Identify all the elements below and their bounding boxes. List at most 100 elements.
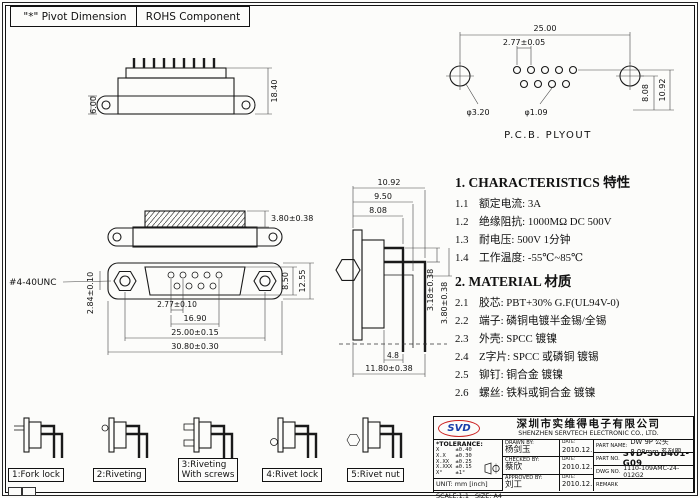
variant-label-line1: 1:Fork lock bbox=[12, 470, 60, 480]
dim-side-b1: 4.8 bbox=[387, 351, 399, 360]
variant-label-line1: 4:Rivet lock bbox=[266, 470, 319, 480]
dim-side-d1: 10.92 bbox=[378, 178, 401, 187]
variant-cell-5: 5:Rivet nut bbox=[345, 414, 430, 492]
variant-label: 2:Riveting bbox=[92, 468, 146, 482]
checked-by-label: CHECKED BY: bbox=[505, 457, 540, 464]
item-text: 额定电流: 3A bbox=[479, 198, 542, 210]
tolerance-row: X° ±1° bbox=[436, 470, 466, 477]
side-view-pins bbox=[384, 246, 427, 352]
tolerance-row: X ±0.40 bbox=[436, 447, 472, 453]
dim-pins-span: 16.90 bbox=[184, 314, 207, 323]
characteristics-title: 1. CHARACTERISTICS 特性 bbox=[455, 175, 631, 190]
rear-view-dim-lines bbox=[247, 210, 269, 228]
dim-mount-span: 25.00±0.15 bbox=[171, 328, 218, 337]
variant-4-thumbnail bbox=[270, 417, 318, 458]
title-block: SVD 深圳市实维得电子有限公司 SHENZHEN SERVTECH ELECT… bbox=[433, 416, 694, 498]
pcb-holes bbox=[449, 65, 641, 89]
dim-pin-strip: 3.80±0.38 bbox=[271, 214, 313, 223]
part-name-row: PART NAME: DW 9P 公头 8.08mm 系列图 bbox=[594, 440, 693, 453]
scale-cell: SCALE:1:1 SIZE: A4 bbox=[434, 489, 502, 498]
rohs-note: ROHS Component bbox=[136, 6, 250, 27]
pcb-centerlines bbox=[446, 62, 644, 90]
signature-column: DRAWN BY: 杨剑玉 DATE: 2010.12.15 CHECKED B… bbox=[503, 440, 594, 491]
date-label: DATE: bbox=[562, 440, 576, 445]
dim-pcb-row2: 10.92 bbox=[658, 79, 667, 102]
remark-label: REMARK bbox=[596, 482, 618, 488]
item-text: 绝缘阻抗: 1000MΩ DC 500V bbox=[479, 216, 612, 228]
variant-cell-2: 2:Riveting bbox=[91, 414, 176, 492]
dim-flange-height: 12.55 bbox=[298, 270, 307, 293]
pcb-dim-lines bbox=[459, 32, 674, 111]
dim-face-pitch: 2.77±0.10 bbox=[157, 300, 197, 309]
sign-date-cell: DATE: 2010.12.15 bbox=[560, 440, 593, 456]
material-item: 2.2 端子: 磷铜电镀半金锡/全锡 bbox=[455, 312, 691, 330]
thread-leader bbox=[62, 280, 112, 283]
dim-flange-width: 30.80±0.30 bbox=[171, 342, 218, 351]
tolerance-table: *TOLERANCE: X ±0.40 X.X ±0.30 X.XX ±0.25… bbox=[434, 440, 502, 478]
variant-cell-1: 1:Fork lock bbox=[6, 414, 91, 492]
dwg-no-row: DWG NO. 1110-109AMC-24-012G2 bbox=[594, 466, 693, 479]
front-face-view bbox=[107, 262, 283, 300]
date-label: DATE: bbox=[562, 457, 576, 463]
dim-top-height: 18.40 bbox=[270, 80, 279, 103]
scale-value: SCALE:1:1 bbox=[436, 492, 469, 498]
dim-side-d3: 8.08 bbox=[369, 206, 387, 215]
svd-logo: SVD bbox=[438, 419, 480, 437]
remark-row: REMARK bbox=[594, 479, 693, 491]
variant-label-line1: 2:Riveting bbox=[96, 470, 142, 480]
material-item: 2.5 铆钉: 铜合金 镀镍 bbox=[455, 366, 691, 384]
third-angle-projection-icon bbox=[484, 462, 500, 475]
variant-1-thumbnail bbox=[14, 417, 64, 458]
variant-2-thumbnail bbox=[101, 417, 148, 458]
sign-label-cell: CHECKED BY: 蔡欣 bbox=[503, 457, 560, 474]
item-no: 2.2 bbox=[455, 315, 469, 327]
top-view-drawing: 18.40 6.00 bbox=[88, 58, 279, 115]
variant-label: 1:Fork lock bbox=[8, 468, 64, 482]
pcb-caption: P.C.B. PLYOUT bbox=[504, 130, 592, 141]
drawn-by-row: DRAWN BY: 杨剑玉 DATE: 2010.12.15 bbox=[503, 440, 593, 458]
variant-label-line1: 5:Rivet nut bbox=[351, 470, 400, 480]
tolerance-title: *TOLERANCE: bbox=[436, 441, 483, 448]
tolerance-row: X.XXX ±0.15 bbox=[436, 464, 472, 471]
variant-label-line1: 3:Riveting bbox=[181, 460, 227, 470]
variant-label-line2: With screws bbox=[181, 470, 235, 480]
part-info-column: PART NAME: DW 9P 公头 8.08mm 系列图 PART NO. … bbox=[594, 440, 693, 491]
dwg-no-label: DWG NO. bbox=[596, 469, 621, 475]
approved-by-row: APPROVED BY: 刘工 DATE: 2010.12.15 bbox=[503, 474, 593, 491]
item-no: 2.6 bbox=[455, 387, 469, 399]
material-title: 2. MATERIAL 材质 bbox=[455, 274, 572, 289]
thread-spec-label: #4-40UNC bbox=[9, 278, 57, 288]
company-row: SVD 深圳市实维得电子有限公司 SHENZHEN SERVTECH ELECT… bbox=[434, 417, 693, 440]
pcb-layout-drawing: 25.00 2.77±0.05 φ3.20 φ1.09 8.08 10.92 P… bbox=[446, 24, 674, 141]
company-names: 深圳市实维得电子有限公司 SHENZHEN SERVTECH ELECTRONI… bbox=[484, 419, 693, 438]
approved-date: 2010.12.15 bbox=[562, 480, 593, 489]
dim-insert-height: 8.50 bbox=[281, 272, 290, 290]
part-name-label: PART NAME: bbox=[596, 443, 628, 449]
item-text: 端子: 磷铜电镀半金锡/全锡 bbox=[479, 315, 607, 327]
dim-pcb-span: 25.00 bbox=[534, 24, 557, 33]
dim-side-b2: 11.80±0.38 bbox=[365, 364, 412, 373]
sign-date-cell: DATE: 2010.12.15 bbox=[560, 457, 593, 473]
item-no: 2.5 bbox=[455, 369, 469, 381]
checked-by-name: 蔡欣 bbox=[505, 462, 523, 473]
side-view-dim-lines bbox=[352, 186, 452, 377]
fold-mark bbox=[8, 487, 22, 496]
drawn-by-label: DRAWN BY: bbox=[505, 440, 534, 446]
variant-label: 4:Rivet lock bbox=[262, 468, 323, 482]
dim-top-tail: 6.00 bbox=[89, 96, 98, 114]
top-view-pins bbox=[132, 58, 216, 68]
approved-by-name: 刘工 bbox=[505, 479, 523, 490]
dim-pcb-pitch: 2.77±0.05 bbox=[503, 38, 545, 47]
date-label: DATE: bbox=[562, 474, 576, 480]
dim-side-r1: 3.18±0.38 bbox=[426, 269, 435, 311]
item-no: 2.4 bbox=[455, 351, 469, 363]
tolerance-row: X.X ±0.30 bbox=[436, 452, 472, 459]
item-text: 铆钉: 铜合金 镀镍 bbox=[479, 369, 563, 381]
